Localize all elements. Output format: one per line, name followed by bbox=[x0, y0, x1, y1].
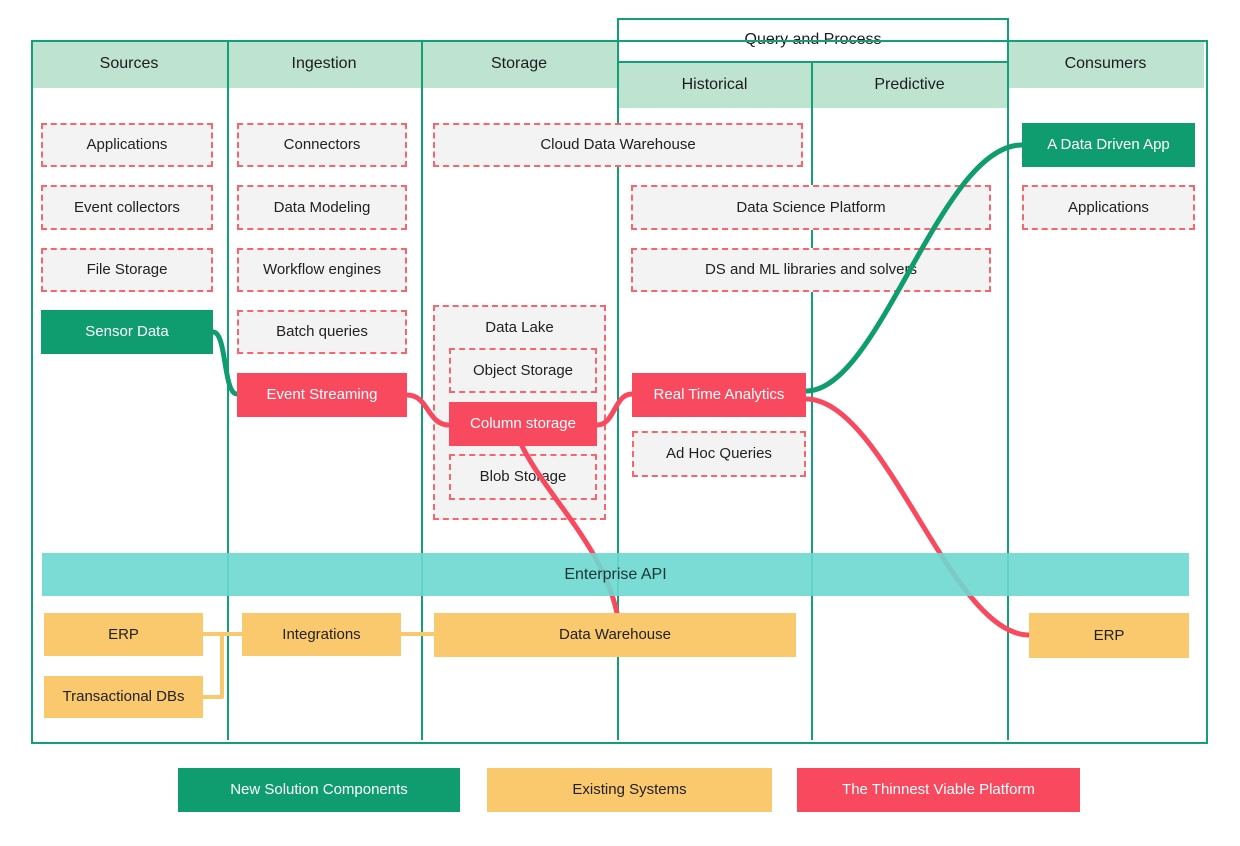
node-ingestion-connectors: Connectors bbox=[237, 123, 407, 167]
node-sources-file-storage: File Storage bbox=[41, 248, 213, 292]
node-sources-transactional-dbs: Transactional DBs bbox=[44, 676, 203, 718]
legend-existing-systems: Existing Systems bbox=[487, 768, 772, 812]
node-sources-event-collectors: Event collectors bbox=[41, 185, 213, 230]
divider-sources-ingestion bbox=[227, 40, 229, 740]
node-sources-applications: Applications bbox=[41, 123, 213, 167]
node-ingestion-event-streaming: Event Streaming bbox=[237, 373, 407, 417]
node-query-data-science-platform: Data Science Platform bbox=[631, 185, 991, 230]
node-query-ad-hoc-queries: Ad Hoc Queries bbox=[632, 431, 806, 477]
legend-thinnest-viable-platform: The Thinnest Viable Platform bbox=[797, 768, 1080, 812]
edge-sensor-data-to-event-streaming bbox=[210, 329, 240, 397]
column-header-consumers: Consumers bbox=[1007, 40, 1204, 88]
node-consumers-data-driven-app: A Data Driven App bbox=[1022, 123, 1195, 167]
node-consumers-erp: ERP bbox=[1029, 613, 1189, 658]
node-ingestion-integrations: Integrations bbox=[242, 613, 401, 656]
subcolumn-header-historical: Historical bbox=[617, 63, 812, 108]
divider-ingestion-storage bbox=[421, 40, 423, 740]
node-sources-sensor-data: Sensor Data bbox=[41, 310, 213, 354]
node-ingestion-workflow-engines: Workflow engines bbox=[237, 248, 407, 292]
node-storage-cloud-data-warehouse: Cloud Data Warehouse bbox=[433, 123, 803, 167]
node-storage-data-warehouse: Data Warehouse bbox=[434, 613, 796, 657]
node-storage-blob-storage: Blob Storage bbox=[449, 454, 597, 500]
node-ingestion-data-modeling: Data Modeling bbox=[237, 185, 407, 230]
node-storage-object-storage: Object Storage bbox=[449, 348, 597, 393]
column-header-query-and-process: Query and Process bbox=[617, 18, 1009, 63]
edge-real-time-analytics-to-erp bbox=[803, 396, 1032, 638]
column-header-sources: Sources bbox=[31, 40, 227, 88]
node-storage-column-storage: Column storage bbox=[449, 402, 597, 446]
node-sources-erp: ERP bbox=[44, 613, 203, 656]
subcolumn-header-predictive: Predictive bbox=[812, 63, 1007, 108]
node-query-ds-ml-libraries: DS and ML libraries and solvers bbox=[631, 248, 991, 292]
column-header-ingestion: Ingestion bbox=[227, 40, 421, 88]
legend-new-solution-components: New Solution Components bbox=[178, 768, 460, 812]
node-query-real-time-analytics: Real Time Analytics bbox=[632, 373, 806, 417]
divider-historical-predictive bbox=[811, 63, 813, 740]
node-consumers-applications: Applications bbox=[1022, 185, 1195, 230]
column-header-storage: Storage bbox=[421, 40, 617, 88]
enterprise-api-bar: Enterprise API bbox=[42, 553, 1189, 596]
node-ingestion-batch-queries: Batch queries bbox=[237, 310, 407, 354]
divider-query-consumers bbox=[1007, 61, 1009, 740]
